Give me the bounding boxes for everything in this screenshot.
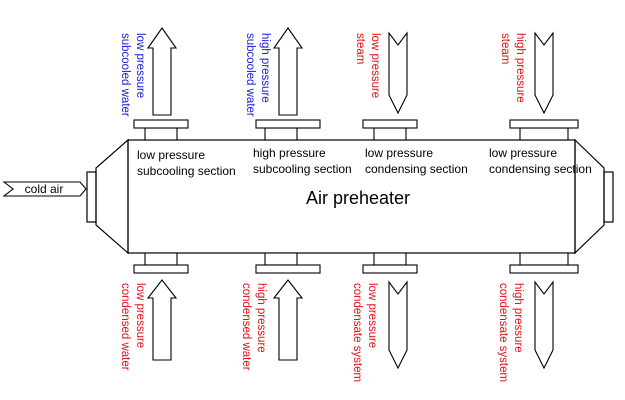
bottom-stream-2-line2: condensed water [240,283,252,371]
bottom-arrow-4-down [534,280,554,370]
top-stream-labels: low pressure subcooled water high pressu… [119,33,526,117]
top-stream-1-line2: subcooled water [119,33,131,117]
top-arrow-4-down [534,31,554,115]
bottom-nozzle-4-neck [519,252,569,266]
cold-air-arrow [2,181,87,197]
bottom-nozzle-3-neck [373,252,407,266]
heater-title: Air preheater [306,188,410,208]
vessel-left-flange [86,171,97,223]
vessel-right-flange [603,171,614,223]
top-nozzle-1-neck [144,127,178,141]
vessel [86,138,614,255]
vessel-right-cone [574,138,605,255]
bottom-nozzle-2-flange [255,264,321,274]
top-stream-2-line2: subcooled water [244,33,256,117]
top-arrows [146,27,554,116]
section-1-line1: low pressure [137,148,205,162]
section-3-line2: condensing section [365,162,468,176]
top-stream-4-line2: steam [499,33,511,64]
bottom-stream-2-line1: high pressure [255,283,267,353]
vessel-left-cone [95,138,129,255]
top-nozzle-1-flange [133,119,189,129]
bottom-nozzle-1-flange [133,264,189,274]
top-stream-3-line1: low pressure [369,33,381,98]
top-arrow-2-up [272,27,304,116]
bottom-arrow-3-down [388,280,408,370]
section-1-line2: subcooling section [137,164,236,178]
bottom-stream-1-line1: low pressure [134,283,146,348]
cold-air-label: cold air [25,182,64,196]
section-3-line1: low pressure [365,146,433,160]
bottom-stream-4-line1: high pressure [512,283,524,353]
bottom-stream-1-line2: condensed water [119,283,131,371]
top-arrow-1-up [146,27,178,116]
top-nozzle-2-neck [264,127,298,141]
top-stream-4-line1: high pressure [514,33,526,103]
top-nozzle-4-neck [519,127,569,141]
section-2-line2: subcooling section [253,162,352,176]
section-2-line1: high pressure [253,146,326,160]
bottom-arrows [146,279,554,370]
top-nozzle-3-flange [362,119,418,129]
top-nozzle-3-neck [373,127,407,141]
bottom-stream-3-line2: condensate system [351,283,363,382]
section-labels: low pressure subcooling section high pre… [137,146,592,178]
bottom-nozzle-2-neck [264,252,298,266]
nozzles [133,119,579,274]
top-arrow-3-down [388,31,408,115]
top-stream-1-line1: low pressure [134,33,146,98]
bottom-nozzle-1-neck [144,252,178,266]
top-nozzle-2-flange [255,119,321,129]
bottom-stream-labels: low pressure condensed water high pressu… [119,283,524,382]
section-4-line2: condensing section [489,162,592,176]
section-4-line1: low pressure [489,146,557,160]
bottom-arrow-1-up [146,279,178,361]
top-nozzle-4-flange [509,119,579,129]
bottom-stream-3-line1: low pressure [366,283,378,348]
top-stream-2-line1: high pressure [259,33,271,103]
bottom-arrow-2-up [272,279,304,361]
bottom-stream-4-line2: condensate system [497,283,509,382]
bottom-nozzle-3-flange [362,264,418,274]
bottom-nozzle-4-flange [509,264,579,274]
top-stream-3-line2: steam [354,33,366,64]
